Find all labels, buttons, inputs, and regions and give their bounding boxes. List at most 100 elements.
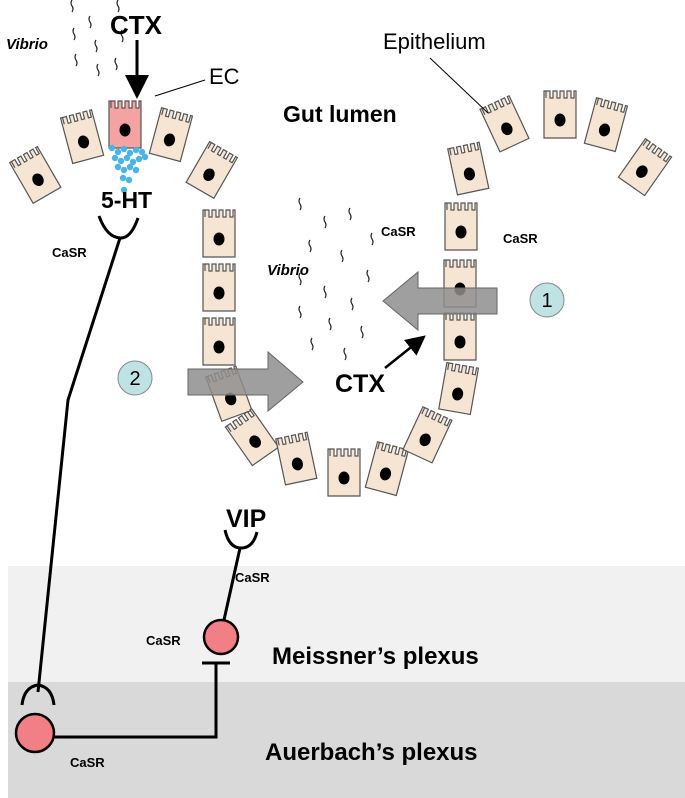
vibrio-bacterium [74,53,78,67]
auerbach-plexus-label: Auerbach’s plexus [265,739,478,766]
vibrio-bacterium [360,325,364,339]
vibrio-bacterium [323,285,327,299]
casr-cell-left-label: CaSR [381,224,416,239]
granule-dot [120,145,128,153]
enteroendocrine-cell [108,100,142,149]
granule-dot [117,157,125,165]
vibrio-bacterium [114,57,118,71]
vibrio-bacterium [116,0,120,13]
granule-dot [125,176,133,184]
granule-dot [111,154,119,162]
epithelial-cell [202,263,236,312]
vibrio-bacterium [298,272,302,286]
casr-meissner-label: CaSR [146,633,181,648]
granule-dot [120,186,128,194]
granule-dot [119,174,127,182]
casr-vip-label: CaSR [235,570,270,585]
granule-dot [114,148,122,156]
ec-label: EC [209,64,240,89]
afferent-synapse-terminal [20,683,56,706]
epithelial-cell [479,95,530,153]
epithelial-cell [185,141,238,199]
granule-dot [108,144,116,152]
vibrio-bacterium [366,269,370,283]
vibrio-bacterium [94,39,98,53]
epithelial-cell [364,441,410,497]
epithelial-cell [59,109,105,165]
vibrio-bacterium [343,347,347,361]
granule-dot [123,154,131,162]
meissner-band [8,566,685,682]
granule-dot [114,163,122,171]
epithelial-cell [202,209,236,258]
epithelial-cell [543,90,577,139]
vibrio-bacterium [310,337,314,351]
ec-leader-line [154,79,206,97]
casr-auerbach-label: CaSR [70,755,105,770]
vibrio-mid-label: Vibrio [267,262,309,279]
epithelial-cell [617,138,673,197]
granule-dot [138,148,146,156]
vibrio-bacterium [120,29,124,43]
casr-afferent-label: CaSR [52,245,87,260]
granule-dot [135,155,143,163]
vibrio-bacterium [348,207,352,221]
epithelial-cell [438,362,480,416]
epithelial-cell [583,97,629,153]
meissner-plexus-label: Meissner’s plexus [272,643,479,670]
granule-dot [141,153,149,161]
step-1-label: 1 [541,290,552,312]
granule-dot [120,166,128,174]
vibrio-bacterium [70,0,74,13]
vibrio-top-label: Vibrio [6,36,48,53]
granule-dot [132,146,140,154]
ctx-mid-label: CTX [335,370,385,398]
epithelial-cell [443,312,477,361]
vibrio-bacterium [370,232,374,246]
epithelial-cell [444,202,478,251]
granule-dot [129,158,137,166]
granule-dot [132,166,140,174]
granule-dot [126,149,134,157]
vibrio-bacteria [70,0,374,361]
gut-lumen-label: Gut lumen [283,101,397,127]
afferent-receptor-terminal [97,215,140,240]
vibrio-bacterium [350,297,354,311]
granule-dot [126,163,134,171]
vibrio-bacterium [298,197,302,211]
epithelial-cell [275,431,318,486]
epithelial-cell [202,317,236,366]
epithelial-cell [447,141,490,196]
auerbach-to-meissner-fiber [53,663,218,739]
ctx-top-label: CTX [110,10,163,40]
serotonin-label: 5-HT [101,187,152,213]
auerbach-neuron [14,712,56,754]
epithelium-leader-line [429,57,489,114]
vibrio-bacterium [308,239,312,253]
ctx-mid-arrow [384,335,426,369]
epithelial-cell [148,107,194,163]
vibrio-bacterium [340,249,344,263]
meissner-neuron [202,618,240,656]
afferent-neuron-fiber [36,237,122,693]
vibrio-bacterium [328,317,332,331]
casr-cell-right-label: CaSR [503,231,538,246]
epithelium-label: Epithelium [383,29,486,54]
serotonin-granules [108,144,149,194]
translocation-arrow-2 [187,350,304,413]
vibrio-bacterium [323,215,327,229]
vibrio-bacterium [96,63,100,77]
epithelial-cell [9,146,62,204]
vip-receptor-terminal [223,529,259,550]
translocation-arrow-1 [382,270,498,332]
step-2-label: 2 [129,368,140,390]
vibrio-bacterium [72,27,76,41]
step-1-badge [529,282,565,318]
epithelial-cell [402,406,453,464]
vip-label: VIP [226,505,266,533]
step-2-badge [117,360,153,396]
meissner-to-epithelium-fiber [222,547,242,621]
auerbach-band [8,682,685,798]
epithelial-cell [327,448,361,497]
